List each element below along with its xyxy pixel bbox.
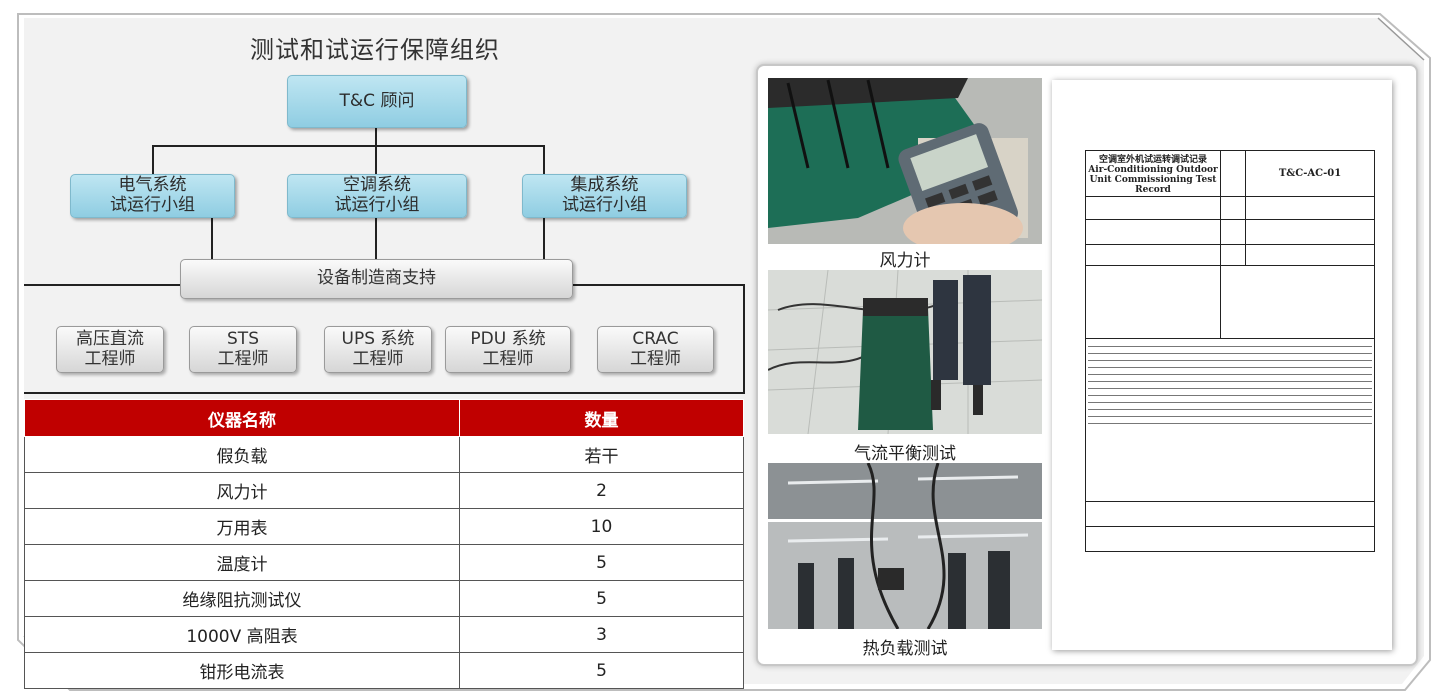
connector-line [211, 217, 213, 260]
engineer-label: 工程师 [217, 348, 269, 369]
table-header: 仪器名称 [24, 399, 460, 437]
connector-line [375, 145, 377, 175]
table-cell: 10 [459, 508, 744, 545]
table-cell: 绝缘阻抗测试仪 [24, 580, 460, 617]
group-label: 试运行小组 [110, 195, 195, 215]
anemometer-photo [768, 78, 1042, 244]
vendor-support-box: 设备制造商支持 [180, 259, 573, 299]
table-cell: 2 [459, 472, 744, 509]
table-cell: 1000V 高阻表 [24, 616, 460, 653]
engineer-box: UPS 系统 工程师 [324, 326, 432, 373]
bracket-line [743, 284, 745, 394]
table-cell: 温度计 [24, 544, 460, 581]
engineer-label: PDU 系统 [470, 328, 546, 349]
engineer-box: 高压直流 工程师 [56, 326, 164, 373]
integration-group-box: 集成系统 试运行小组 [522, 174, 687, 218]
record-form-table: 空调室外机试运转调试记录 Air-Conditioning Outdoor Un… [1085, 150, 1375, 552]
table-cell: 风力计 [24, 472, 460, 509]
engineer-label: 工程师 [482, 348, 534, 369]
vendor-support-label: 设备制造商支持 [317, 268, 436, 289]
table-cell: 5 [459, 652, 744, 689]
engineer-box: CRAC 工程师 [597, 326, 714, 373]
table-header: 数量 [459, 399, 744, 437]
group-label: 试运行小组 [334, 195, 420, 215]
engineer-label: UPS 系统 [341, 328, 415, 349]
engineer-label: 高压直流 [76, 328, 144, 349]
connector-line [543, 145, 545, 175]
connector-line [152, 145, 545, 147]
engineer-label: STS [227, 328, 259, 349]
airflow-balance-photo [768, 270, 1042, 434]
photo-caption: 风力计 [879, 251, 931, 271]
record-title-en: Air-Conditioning Outdoor Unit Commission… [1088, 165, 1218, 195]
connector-line [152, 145, 154, 175]
table-cell: 3 [459, 616, 744, 653]
table-cell: 5 [459, 544, 744, 581]
table-cell: 钳形电流表 [24, 652, 460, 689]
hvac-group-box: 空调系统 试运行小组 [287, 174, 467, 218]
table-cell: 若干 [459, 436, 744, 473]
connector-line [543, 217, 545, 260]
heat-load-photo [768, 463, 1042, 629]
photo-caption: 热负载测试 [862, 639, 948, 659]
table-header-row: 仪器名称 数量 [24, 399, 744, 437]
record-code: T&C-AC-01 [1245, 150, 1375, 197]
commissioning-record-document: 空调室外机试运转调试记录 Air-Conditioning Outdoor Un… [1052, 80, 1392, 650]
table-row: 假负载若干 [24, 436, 744, 473]
group-label: 空调系统 [343, 175, 411, 196]
table-cell: 万用表 [24, 508, 460, 545]
record-title: 空调室外机试运转调试记录 Air-Conditioning Outdoor Un… [1085, 150, 1221, 197]
table-cell: 5 [459, 580, 744, 617]
connector-line [375, 127, 377, 146]
photo-caption: 气流平衡测试 [854, 444, 956, 464]
engineer-box: STS 工程师 [189, 326, 297, 373]
bracket-line [24, 392, 745, 394]
table-cell: 假负载 [24, 436, 460, 473]
connector-line [375, 217, 377, 260]
group-label: 试运行小组 [562, 195, 647, 215]
engineer-label: CRAC [632, 328, 679, 349]
electrical-group-box: 电气系统 试运行小组 [70, 174, 235, 218]
engineer-box: PDU 系统 工程师 [445, 326, 571, 373]
engineer-label: 工程师 [352, 348, 404, 369]
record-title-cn: 空调室外机试运转调试记录 [1098, 155, 1207, 165]
page-title: 测试和试运行保障组织 [250, 36, 500, 64]
group-label: 集成系统 [570, 175, 639, 196]
engineer-label: 工程师 [84, 348, 136, 369]
engineer-label: 工程师 [630, 348, 681, 369]
tc-consultant-label: T&C 顾问 [339, 90, 415, 111]
tc-consultant-box: T&C 顾问 [287, 75, 467, 128]
group-label: 电气系统 [118, 175, 187, 196]
